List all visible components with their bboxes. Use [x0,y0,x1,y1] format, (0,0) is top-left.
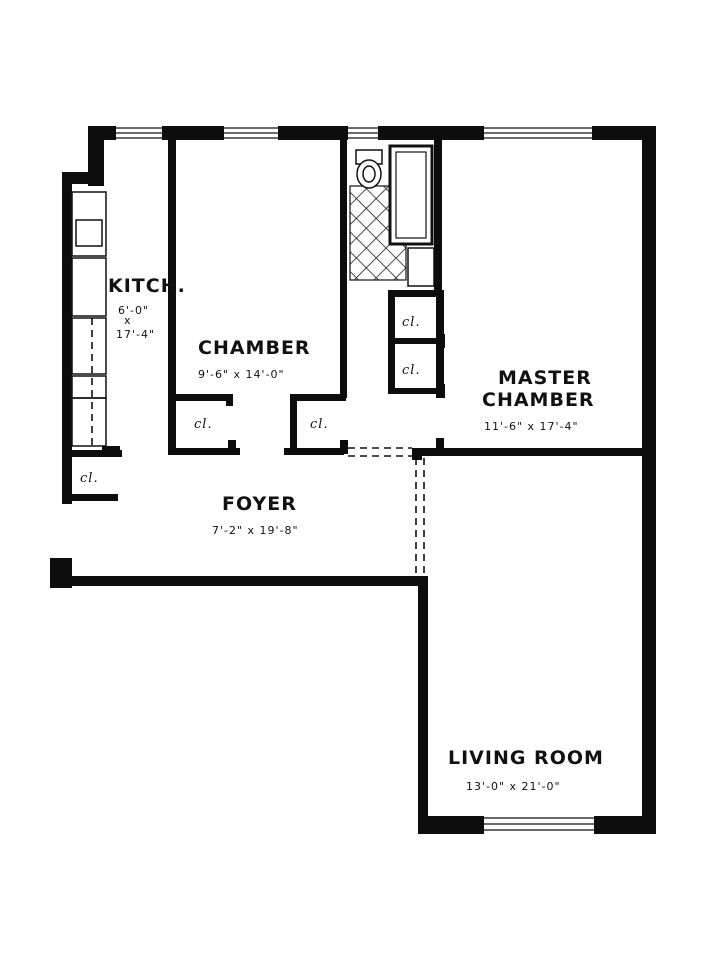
closet-labels: cl. cl. cl. cl. cl. [80,315,421,486]
bottom-wall-b [594,816,656,834]
living-dims: 13'-0" x 21'-0" [466,780,561,793]
door-openings [91,318,425,576]
chamber-left-wall [168,140,176,454]
kitchen-bottom-wall [62,450,122,457]
master-bottom-wall [412,448,656,456]
top-wall-b [162,126,224,140]
living-door-post [412,448,422,460]
bathtub-icon [388,144,434,246]
kitchen-cabinet [71,191,107,257]
window-chamber [224,127,278,139]
bath-right-wall [434,140,442,290]
kitchen-counter-lower [71,397,107,447]
foyer-name: FOYER [222,493,297,515]
right-wall [642,126,656,834]
top-wall-c [278,126,348,140]
refrigerator-icon [71,257,107,317]
master-dims: 11'-6" x 17'-4" [484,420,579,433]
interior-walls [62,140,656,501]
top-wall-d [378,126,484,140]
master-wall-stub [436,438,444,456]
chamber-closet-left-door [228,440,236,454]
hall-closet-mid [388,338,444,344]
bottom-wall-a [418,816,484,834]
kitchen-right-stub [102,446,120,454]
kitchen-counter [71,317,107,375]
wall-jog-step [62,172,104,184]
kitchen-dim-1: 6'-0" [118,304,149,317]
window-living [484,817,594,831]
toilet-icon [355,149,383,189]
window-kitchen [116,127,162,139]
room-labels: KITCH. 6'-0" x 17'-4" CHAMBER 9'-6" x 14… [108,275,604,793]
window-master [484,127,592,139]
chamber-closet-right-door [340,440,348,454]
chamber-name: CHAMBER [198,337,311,359]
exterior-walls [50,126,656,834]
wall-jog [88,126,104,186]
master-name-2: CHAMBER [482,389,595,411]
closet-label-chamber-left: cl. [194,417,213,432]
chamber-closet-right-top [290,394,346,401]
chamber-closet-left-side [226,394,233,406]
kitchen-name: KITCH. [108,275,186,297]
living-name: LIVING ROOM [448,747,604,769]
kitchen-fixtures [71,191,107,447]
chamber-closet-left-top [176,394,232,401]
bathtub-inner [395,151,427,239]
kitchen-dim-sep: x [124,314,132,327]
living-left-wall [418,576,428,834]
chamber-bottom-wall-right [284,448,344,455]
top-wall-e [592,126,652,140]
window-bath [348,127,378,139]
foyer-dims: 7'-2" x 19'-8" [212,524,299,537]
chamber-closet-right-side [290,394,297,454]
windows [116,127,594,831]
kitchen-dim-2: 17'-4" [116,328,155,341]
closet-label-chamber-right: cl. [310,417,329,432]
stove-icon [71,375,107,399]
closet-label-hall-upper: cl. [402,315,421,330]
hall-closet-hook-b [438,384,445,398]
closet-label-foyer: cl. [80,471,99,486]
chamber-bottom-wall-left [168,448,240,455]
hall-closet-top [388,290,444,297]
left-wall-kitchen [62,172,72,504]
hall-closet-bottom [388,388,444,394]
vanity-icon [407,247,435,287]
master-name-1: MASTER [498,367,592,389]
foyer-closet-bottom [62,494,118,501]
hall-closet-hook-a [438,334,445,348]
chamber-right-wall [340,140,347,398]
foyer-bottom-wall [50,576,428,586]
sink-icon [75,219,103,247]
chamber-dims: 9'-6" x 14'-0" [198,368,285,381]
bathroom [349,144,435,287]
closet-label-hall-lower: cl. [402,363,421,378]
